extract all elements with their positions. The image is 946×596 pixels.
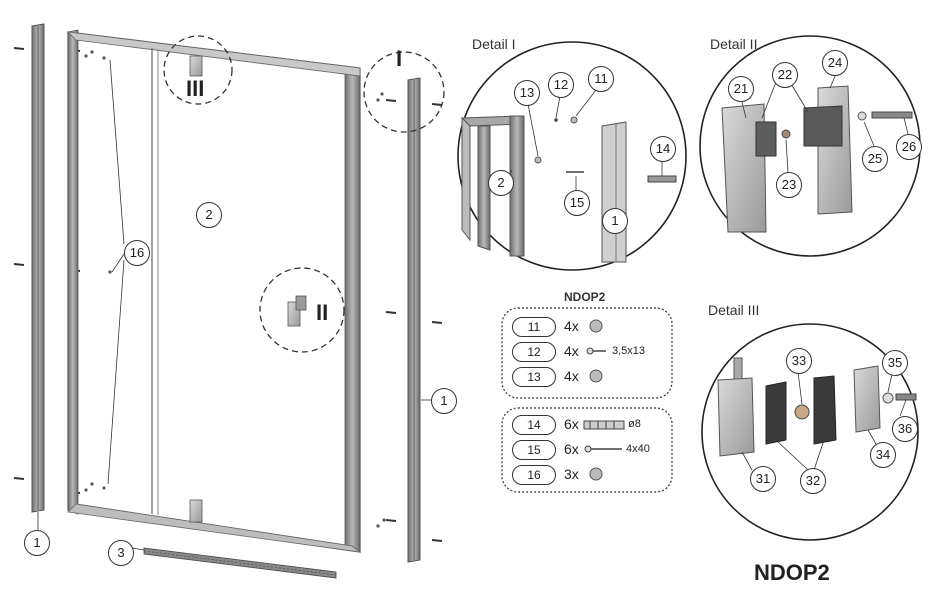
callout-d1-11: 11	[588, 66, 614, 92]
kit-row: 15 6x 4x40	[512, 440, 662, 460]
frame-screw-dots	[84, 50, 386, 528]
callout-d3-36: 36	[892, 416, 918, 442]
roman-marker-III: III	[186, 76, 205, 101]
callout-d1-14: 14	[650, 136, 676, 162]
callout-d3-35: 35	[882, 350, 908, 376]
callout-d1-2: 2	[488, 170, 514, 196]
kit-part-number: 16	[512, 465, 556, 485]
left-wall-profile	[31, 23, 45, 513]
callout-2: 2	[196, 202, 222, 228]
detail-circle-II	[259, 267, 345, 353]
wall-screws-right	[385, 99, 443, 542]
detail-circle-I	[363, 51, 445, 133]
callout-d1-15: 15	[564, 190, 590, 216]
kit-row: 14 6x ø8	[512, 415, 662, 435]
callout-3: 3	[108, 540, 134, 566]
callout-d1-1: 1	[602, 208, 628, 234]
callout-d2-24: 24	[822, 50, 848, 76]
door-frame	[66, 29, 362, 553]
nut-icon-2	[589, 467, 603, 481]
kit-spec: ø8	[628, 418, 641, 430]
kit-quantity: 4x	[564, 368, 579, 384]
main-leaders	[37, 399, 432, 551]
kit-box-2	[501, 407, 673, 493]
kit-part-number: 11	[512, 317, 556, 337]
detail-III-title: Detail III	[708, 302, 760, 318]
right-wall-profile	[407, 77, 421, 563]
kit-row: 12 4x 3,5x13	[512, 342, 662, 362]
kit-box-1	[501, 307, 673, 399]
kit-row: 16 3x	[512, 465, 662, 485]
detail-circle-III	[163, 35, 233, 105]
detail-I-title: Detail I	[472, 36, 516, 52]
kit-part-number: 15	[512, 440, 556, 460]
callout-d1-13: 13	[514, 80, 540, 106]
detail-II-drawing	[699, 35, 921, 257]
wall-plug-icon	[583, 420, 625, 430]
kit-quantity: 6x	[564, 441, 579, 457]
callout-d2-23: 23	[776, 172, 802, 198]
kit-part-number: 14	[512, 415, 556, 435]
callout-d2-25: 25	[862, 146, 888, 172]
kit-title: NDOP2	[564, 290, 606, 304]
cap-icon	[589, 369, 603, 383]
screw-icon	[586, 347, 606, 355]
long-screw-icon	[584, 445, 622, 453]
callout-d2-22: 22	[772, 62, 798, 88]
kit-part-number: 12	[512, 342, 556, 362]
kit-row: 11 4x	[512, 317, 662, 337]
callout-1-right: 1	[431, 388, 457, 414]
kit-row: 13 4x	[512, 367, 662, 387]
kit-part-number: 13	[512, 367, 556, 387]
seal-strip	[143, 547, 337, 579]
callout-d3-32: 32	[800, 468, 826, 494]
kit-quantity: 6x	[564, 416, 579, 432]
roman-marker-II: II	[316, 300, 329, 325]
callout-d3-34: 34	[870, 442, 896, 468]
kit-quantity: 4x	[564, 343, 579, 359]
callout-d3-33: 33	[786, 348, 812, 374]
roman-marker-I: I	[396, 46, 403, 71]
callout-d2-21: 21	[728, 76, 754, 102]
callout-16: 16	[124, 240, 150, 266]
callout-1-left: 1	[24, 530, 50, 556]
kit-spec: 3,5x13	[612, 345, 646, 357]
kit-icons	[583, 319, 625, 481]
callout-d2-26: 26	[896, 134, 922, 160]
kit-quantity: 3x	[564, 466, 579, 482]
model-label: NDOP2	[754, 560, 830, 585]
kit-quantity: 4x	[564, 318, 579, 334]
detail-II-title: Detail II	[710, 36, 758, 52]
callout-d3-31: 31	[750, 466, 776, 492]
nut-icon	[589, 319, 603, 333]
leader-lines-16	[107, 59, 125, 485]
kit-spec: 4x40	[626, 443, 650, 455]
callout-d1-12: 12	[548, 72, 574, 98]
